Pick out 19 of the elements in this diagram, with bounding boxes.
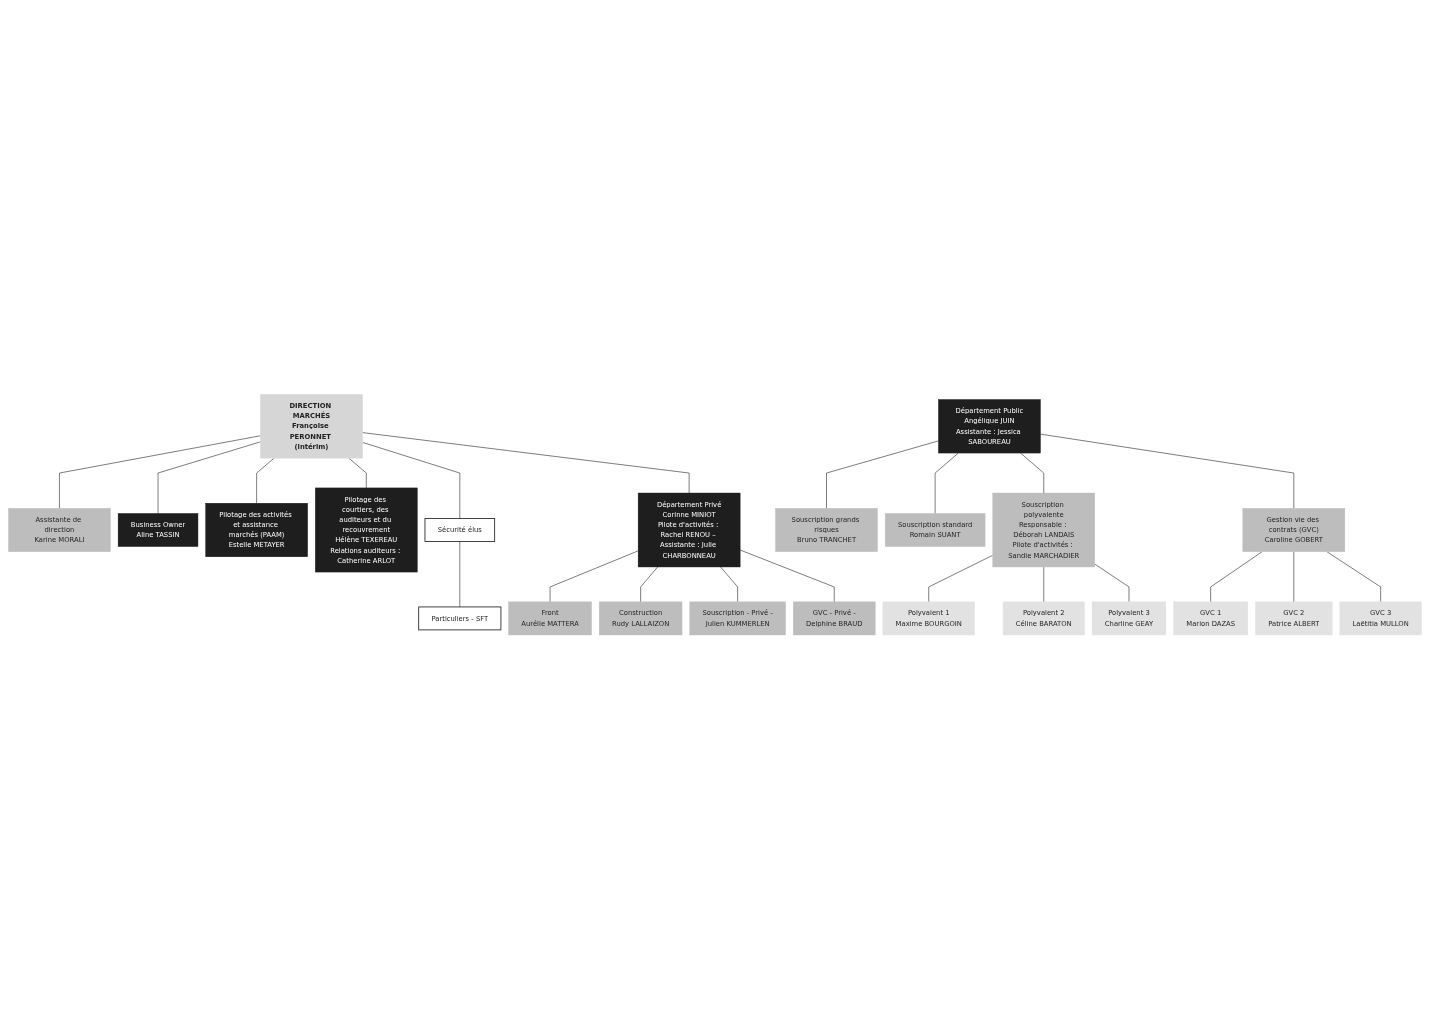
connector <box>459 540 461 608</box>
connector <box>362 432 690 494</box>
connector <box>348 457 367 489</box>
connector <box>928 554 994 602</box>
connector <box>256 457 275 504</box>
connector <box>59 435 261 509</box>
connector <box>1094 563 1130 602</box>
connector <box>1040 433 1295 509</box>
connector <box>720 566 738 602</box>
connector <box>1020 452 1045 494</box>
connector <box>826 440 939 509</box>
connector <box>1210 551 1263 602</box>
connector <box>739 549 835 602</box>
connector <box>362 441 461 519</box>
connector <box>157 441 261 514</box>
connector <box>1326 551 1381 602</box>
connector <box>640 566 658 602</box>
connector <box>934 452 959 514</box>
connector <box>549 550 639 602</box>
